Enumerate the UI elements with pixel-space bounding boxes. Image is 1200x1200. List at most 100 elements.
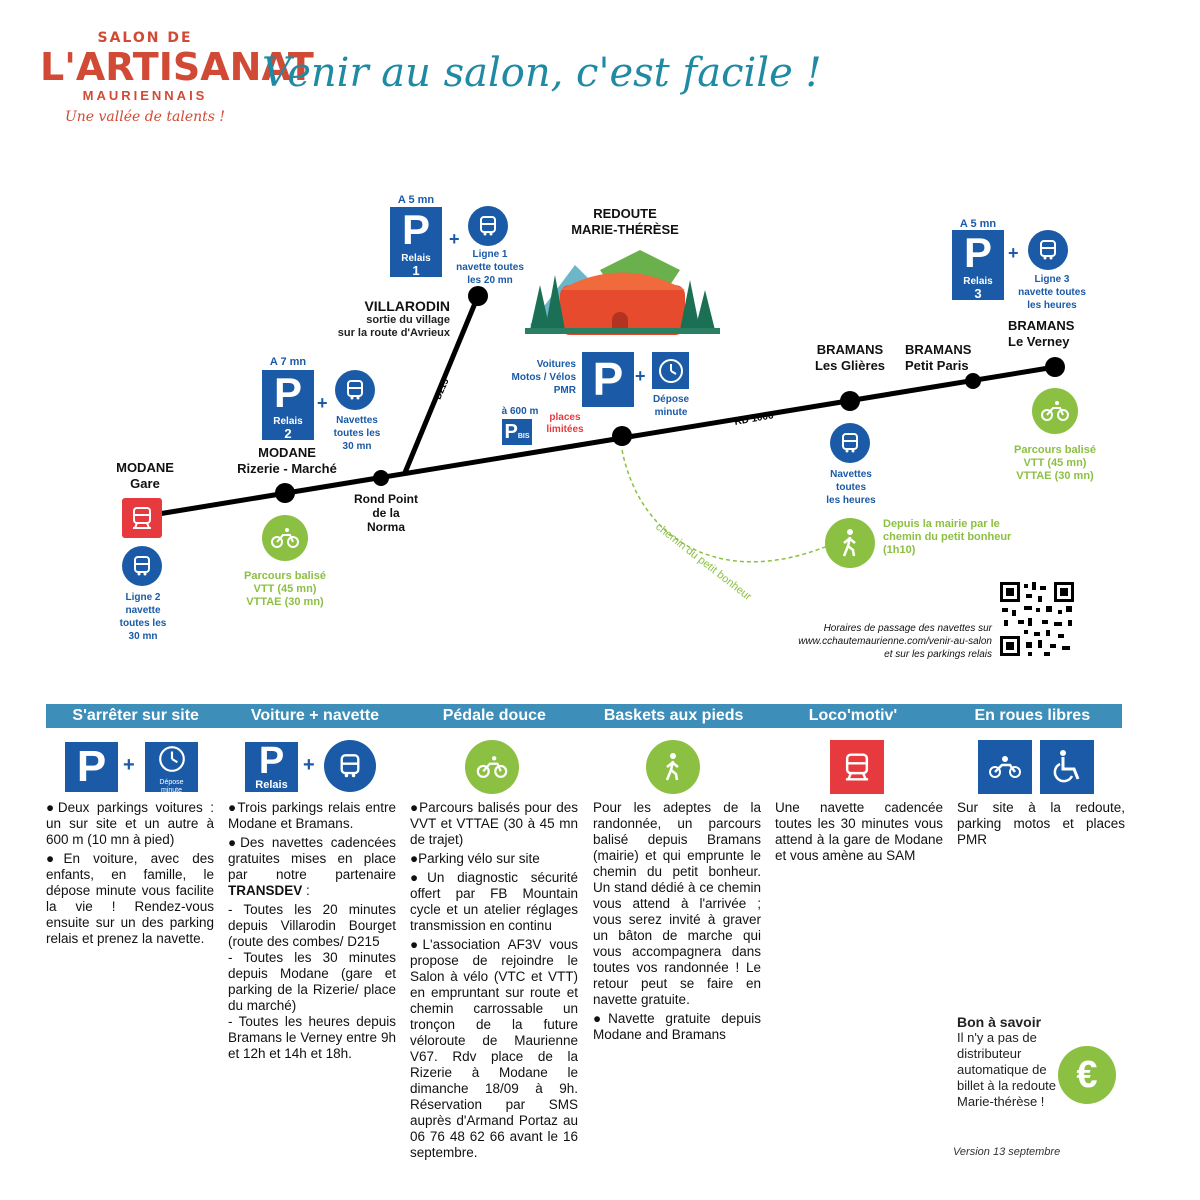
- node-villarodin: [468, 286, 488, 306]
- bis-label: BIS: [517, 433, 530, 440]
- relais3-bus-l3: les heures: [1027, 300, 1077, 311]
- rizerie-bike-l2: VTT (45 mn): [253, 583, 317, 595]
- relais1-bus-l1: Ligne 1: [472, 249, 508, 260]
- label-villarodin: VILLARODIN: [364, 298, 450, 314]
- depose-icon-l2: minute: [160, 787, 182, 794]
- qr-code[interactable]: [998, 580, 1076, 658]
- relais3-bus-text: Ligne 3 navette toutes les heures: [1012, 273, 1092, 312]
- col2-relais: Relais: [255, 779, 288, 791]
- rond-point-l3: Norma: [366, 520, 405, 534]
- relais2-bus-l3: 30 mn: [342, 441, 372, 452]
- bon-title: Bon à savoir: [957, 1014, 1042, 1030]
- relais1-distance: A 5 mn: [397, 194, 435, 206]
- c2-l1: - Toutes les 20 minutes depuis Villarodi…: [228, 902, 396, 949]
- bon-a-savoir: Bon à savoir Il n'y a pas de distributeu…: [957, 1014, 1067, 1110]
- rond-point-l2: de la: [372, 506, 400, 520]
- relais2-distance: A 7 mn: [269, 356, 307, 368]
- villarodin-sub: sortie du village sur la route d'Avrieux: [300, 314, 450, 340]
- relais2-num: 2: [284, 426, 292, 441]
- redoute-parking-l1: Voitures: [536, 359, 576, 370]
- c2-p1: ●Trois parkings relais entre Modane et B…: [228, 800, 396, 831]
- sections-bar: S'arrêter sur site Voiture + navette Péd…: [46, 704, 1122, 728]
- c1-p1: ●Deux parkings voitures : un sur site et…: [46, 800, 214, 847]
- verney-bike-l2: VTT (45 mn): [1023, 457, 1087, 469]
- version-label: Version 13 septembre: [953, 1146, 1061, 1158]
- section-locomotiv: Loco'motiv': [808, 707, 898, 724]
- logo-mauriennais: MAURIENNAIS: [82, 88, 208, 103]
- villarodin-sub-l2: sur la route d'Avrieux: [337, 327, 450, 339]
- parking-bis: PBIS: [502, 419, 532, 445]
- c3-p1: ●Parcours balisés pour des VVT et VTTAE …: [410, 800, 578, 847]
- c3-p2: ●Parking vélo sur site: [410, 851, 540, 866]
- walk-text: Depuis la mairie par le chemin du petit …: [883, 518, 1033, 557]
- relais2-label: Relais: [273, 416, 303, 427]
- logo-salon-de: SALON DE: [97, 30, 193, 46]
- depose-l1: Dépose: [652, 394, 690, 405]
- redoute-p: P: [592, 353, 624, 405]
- c2-p2: ●Des navettes cadencées gratuites mises …: [228, 835, 396, 899]
- col1-p: P: [76, 742, 107, 791]
- parking-redoute: P: [582, 352, 634, 407]
- column-roues-libres: Sur site à la redoute, parking motos et …: [957, 800, 1125, 851]
- section-roues-libres: En roues libres: [974, 707, 1091, 724]
- redoute-parking-l3: PMR: [553, 385, 576, 396]
- section-pedale-douce: Pédale douce: [442, 707, 546, 724]
- rizerie-l1: MODANE: [258, 445, 316, 460]
- places-limitees: places limitées: [540, 412, 590, 436]
- relais1-bus-l2: navette toutes: [456, 262, 524, 273]
- relais3-label: Relais: [963, 276, 993, 287]
- node-rizerie: [275, 483, 295, 503]
- rizerie-bike-text: Parcours balisé VTT (45 mn) VTTAE (30 mn…: [232, 570, 338, 609]
- qr-note-url[interactable]: www.cchautemaurienne.com/venir-au-salon: [798, 636, 992, 647]
- petit-paris-l1: BRAMANS: [905, 342, 972, 357]
- c2-p2-c: :: [302, 883, 310, 898]
- redoute-l1: REDOUTE: [593, 206, 657, 221]
- bike-icon-rizerie: [262, 515, 308, 561]
- modane-bus-l2: navette: [125, 605, 161, 616]
- relais1-p: P: [401, 206, 430, 253]
- relais1-num: 1: [412, 263, 420, 278]
- modane-gare-line1: MODANE: [116, 460, 174, 475]
- verney-bike-l3: VTTAE (30 mn): [1016, 470, 1094, 482]
- c5-p1: Une navette cadencée toutes les 30 minut…: [775, 800, 943, 863]
- bike-icon-col3: [465, 740, 519, 794]
- wheelchair-icon: [1040, 740, 1094, 794]
- relais3-bus-l2: navette toutes: [1018, 287, 1086, 298]
- qr-note-l1: Horaires de passage des navettes sur: [823, 623, 992, 634]
- node-bramans-petit-paris: [965, 373, 981, 389]
- depose-minute-icon: Dépose minute: [145, 742, 198, 794]
- walk-l2: chemin du petit bonheur: [883, 531, 1012, 543]
- plus-icon: +: [317, 393, 328, 413]
- page-title: Venir au salon, c'est facile !: [262, 50, 822, 96]
- walk-l3: (1h10): [883, 544, 916, 556]
- modane-bus-l4: 30 mn: [128, 631, 158, 642]
- glieres-l1: BRAMANS: [816, 342, 884, 357]
- verney-bike-text: Parcours balisé VTT (45 mn) VTTAE (30 mn…: [990, 444, 1120, 483]
- verney-l2: Le Verney: [1008, 334, 1070, 349]
- glieres-bus-text: Navettes toutes les heures: [820, 468, 882, 507]
- bike-icon-verney: [1032, 388, 1078, 434]
- label-bramans-petit-paris: BRAMANS Petit Paris: [905, 342, 985, 374]
- c4-p2: ●Navette gratuite depuis Modane and Bram…: [593, 1011, 761, 1042]
- glieres-l2: Les Glières: [814, 358, 886, 373]
- label-modane-gare: MODANE Gare: [105, 460, 185, 492]
- relais2-bus-text: Navettes toutes les 30 mn: [325, 414, 389, 453]
- label-bramans-glieres: BRAMANS Les Glières: [800, 342, 900, 374]
- bus-icon-relais2: [335, 370, 375, 410]
- bus-icon-relais1: [468, 206, 508, 246]
- column-voiture-navette: ●Trois parkings relais entre Modane et B…: [228, 800, 396, 1065]
- column-baskets: Pour les adeptes de la randonnée, un par…: [593, 800, 761, 1046]
- node-redoute: [612, 426, 632, 446]
- c6-p1: Sur site à la redoute, parking motos et …: [957, 800, 1125, 847]
- c3-p3: ●Un diagnostic sécurité offert par FB Mo…: [410, 870, 578, 933]
- relais2-p: P: [273, 369, 302, 416]
- plus-icon: +: [303, 754, 315, 776]
- plus-icon: +: [635, 366, 646, 386]
- depose-l2: minute: [654, 407, 688, 418]
- redoute-parking-l2: Motos / Vélos: [511, 372, 576, 383]
- bon-text: Il n'y a pas de distributeur automatique…: [957, 1030, 1057, 1109]
- logo-tagline: Une vallée de talents !: [64, 109, 226, 125]
- places-l1: places: [549, 412, 581, 423]
- redoute-illustration: [525, 250, 720, 335]
- modane-bus-text: Ligne 2 navette toutes les 30 mn: [112, 591, 174, 643]
